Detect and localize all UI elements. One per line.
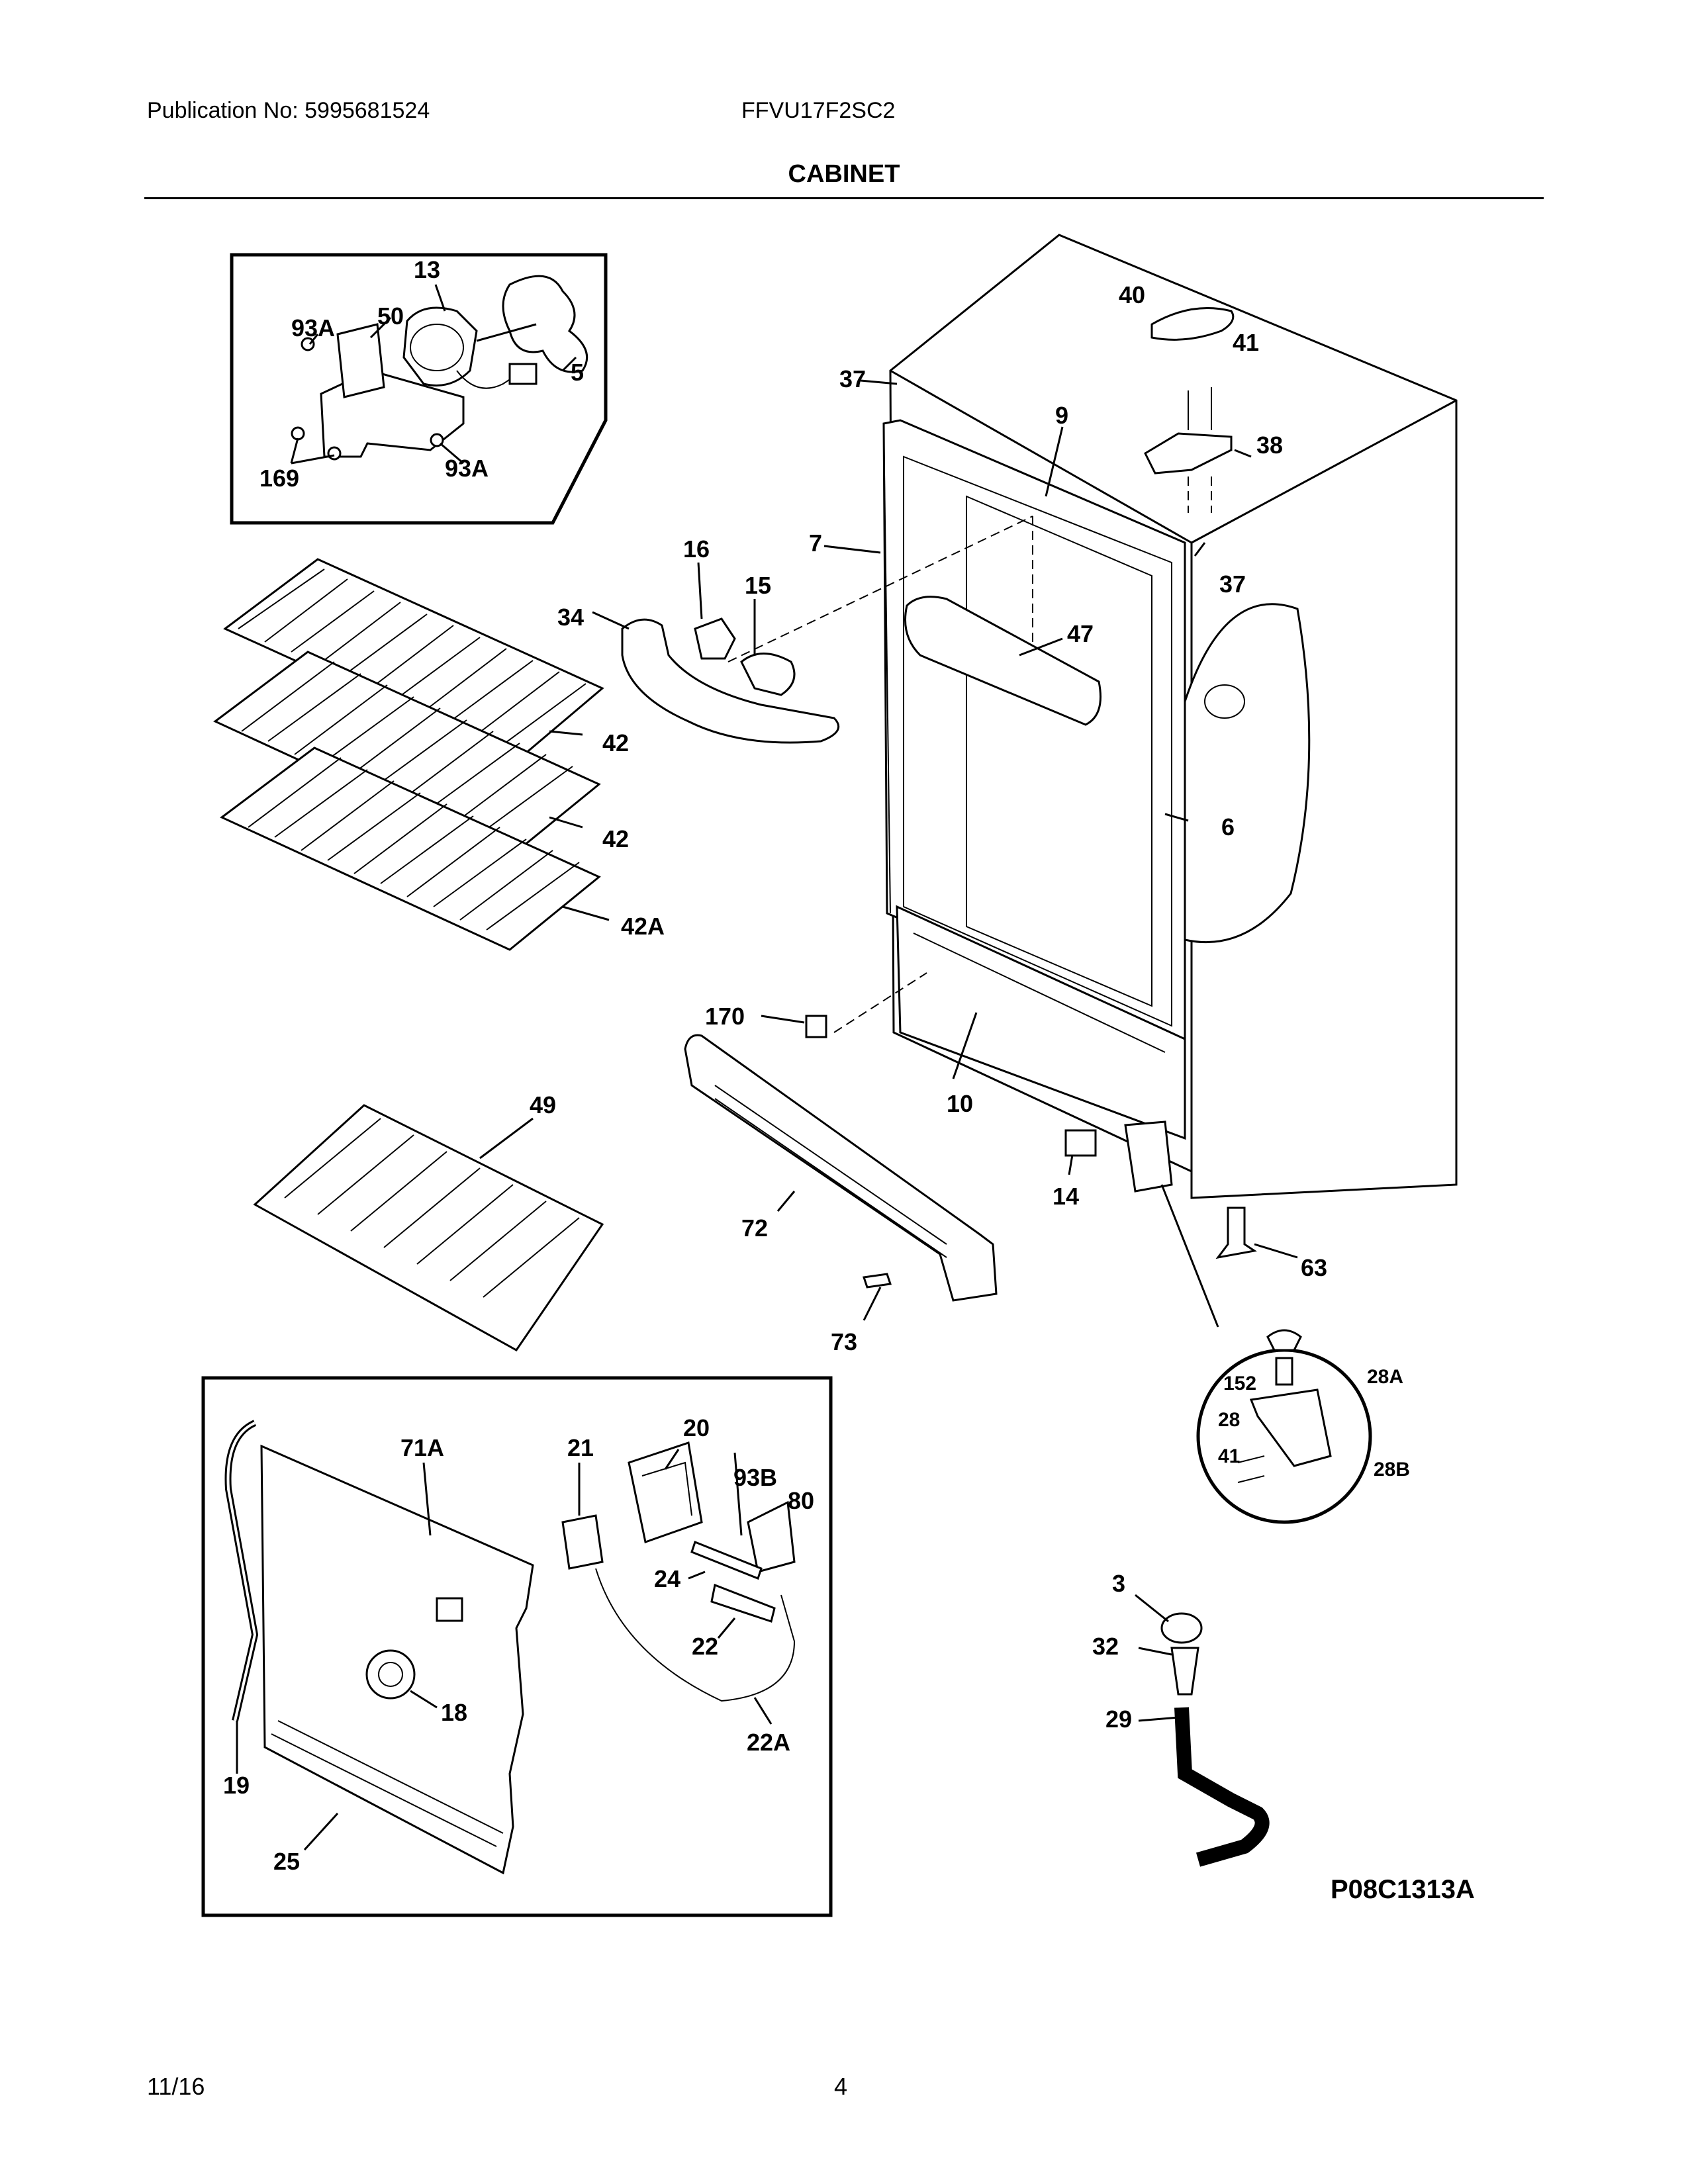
hinge-detail-inset <box>1196 1329 1372 1524</box>
screw-icon <box>291 426 305 441</box>
drain-assembly <box>1160 1612 1270 1867</box>
drain-plug <box>805 1015 827 1038</box>
screw-icon <box>430 433 444 447</box>
callout-3: 3 <box>1112 1570 1125 1597</box>
callout-18: 18 <box>441 1699 467 1726</box>
callout-9: 9 <box>1055 402 1068 429</box>
callout-25: 25 <box>273 1848 300 1875</box>
callout-6: 6 <box>1221 813 1235 841</box>
callout-73: 73 <box>831 1328 857 1355</box>
callout-13: 13 <box>414 256 440 283</box>
callout-42-b: 42 <box>602 825 629 852</box>
callout-16: 16 <box>683 535 710 563</box>
callout-170: 170 <box>705 1003 745 1030</box>
callout-14: 14 <box>1053 1183 1079 1210</box>
callout-47: 47 <box>1067 620 1094 647</box>
callout-93b: 93B <box>733 1464 777 1491</box>
page-number: 4 <box>834 2073 848 2100</box>
leveling-leg <box>1215 1206 1257 1259</box>
callout-37-right: 37 <box>1219 570 1246 598</box>
callout-leaders <box>236 379 1298 1851</box>
callout-152: 152 <box>1223 1373 1256 1394</box>
fan-grommet <box>365 1649 416 1700</box>
motor-shield <box>336 323 385 398</box>
light-shield <box>621 618 840 744</box>
model-number: FFVU17F2SC2 <box>741 98 896 123</box>
callout-19: 19 <box>223 1772 250 1799</box>
storage-basket <box>253 1104 604 1351</box>
fan-motor <box>402 306 478 387</box>
callout-49: 49 <box>530 1091 556 1118</box>
hinge-cover <box>1150 307 1235 341</box>
callout-71a: 71A <box>400 1434 444 1461</box>
footer-date: 11/16 <box>147 2073 205 2100</box>
callout-24: 24 <box>654 1565 680 1592</box>
light-socket <box>694 617 736 660</box>
wire-connector <box>508 363 538 385</box>
door-switch <box>1064 1129 1097 1157</box>
top-hinge <box>1144 432 1233 475</box>
callout-10: 10 <box>947 1090 973 1117</box>
callout-40: 40 <box>1119 281 1145 308</box>
diagram-code: P08C1313A <box>1331 1875 1475 1904</box>
callout-93a-bottom: 93A <box>445 455 489 482</box>
callout-15: 15 <box>745 572 771 599</box>
callout-37-top: 37 <box>839 365 866 392</box>
callout-29: 29 <box>1105 1706 1132 1733</box>
publication-number: Publication No: 5995681524 <box>147 98 430 123</box>
defrost-timer <box>561 1514 604 1570</box>
callout-50: 50 <box>377 302 404 330</box>
callout-41-hinge: 41 <box>1218 1445 1240 1467</box>
callout-41-top: 41 <box>1233 329 1259 356</box>
screw-icon <box>863 1273 892 1289</box>
callout-7: 7 <box>809 529 822 557</box>
defrost-inset <box>201 1376 833 1917</box>
fan-motor-inset <box>230 253 608 525</box>
callout-93a-top: 93A <box>291 314 335 341</box>
control-housing <box>628 1441 703 1543</box>
bottom-hinge <box>1124 1120 1173 1193</box>
page-title: CABINET <box>788 160 900 188</box>
callout-32: 32 <box>1092 1633 1119 1660</box>
callout-28a: 28A <box>1367 1366 1403 1388</box>
callout-169: 169 <box>259 465 299 492</box>
callout-80: 80 <box>788 1487 814 1514</box>
screw-icon <box>327 446 342 461</box>
light-bulb <box>740 653 796 696</box>
callout-42a: 42A <box>621 913 665 940</box>
header-divider <box>144 197 1544 199</box>
callout-38: 38 <box>1256 432 1283 459</box>
callout-20: 20 <box>683 1414 710 1441</box>
callout-22a: 22A <box>747 1729 790 1756</box>
callout-34: 34 <box>557 604 584 631</box>
kickplate-grille <box>684 1034 998 1302</box>
callout-28b: 28B <box>1374 1459 1410 1480</box>
callout-42-a: 42 <box>602 729 629 756</box>
callout-28: 28 <box>1218 1409 1240 1431</box>
callout-63: 63 <box>1301 1254 1327 1281</box>
callout-21: 21 <box>567 1434 594 1461</box>
callout-22: 22 <box>692 1633 718 1660</box>
wire-shelves <box>213 558 604 951</box>
callout-72: 72 <box>741 1214 768 1242</box>
callout-5: 5 <box>571 359 584 386</box>
screw-icon <box>301 337 315 351</box>
air-vent <box>904 596 1102 726</box>
cabinet-body <box>727 234 1458 1199</box>
